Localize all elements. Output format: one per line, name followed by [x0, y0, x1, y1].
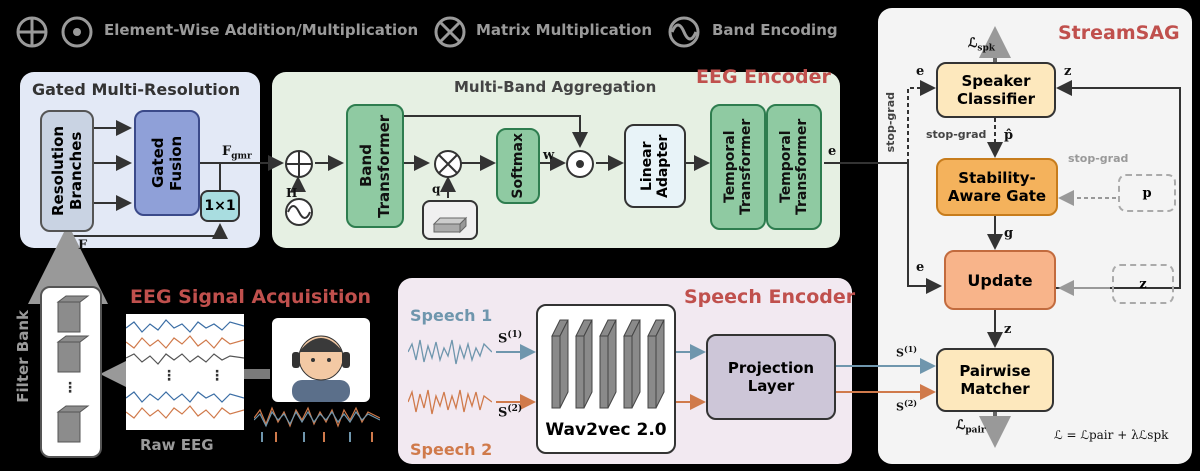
headset-person-icon [292, 335, 350, 402]
legend-band-label: Band Encoding [712, 21, 838, 39]
streamsag-title: StreamSAG [1058, 22, 1180, 44]
band-encoding-icon [668, 16, 700, 48]
mba-title: Multi-Band Aggregation [454, 78, 657, 96]
s2-stream-label: S(2) [896, 398, 918, 414]
band-transformer-label: Band Transformer [357, 114, 393, 218]
conv-1x1-block: 1×1 [200, 190, 240, 222]
legend-matmul-label: Matrix Multiplication [476, 21, 653, 39]
wav2vec-block: Wav2vec 2.0 [536, 304, 676, 454]
speech1-waveform [408, 339, 492, 365]
gated-fusion-block: Gated Fusion [134, 110, 200, 216]
addition-icon [285, 150, 313, 178]
gated-fusion-label: Gated Fusion [149, 135, 185, 191]
svg-text:⋮: ⋮ [162, 368, 176, 384]
s1-label: S(1) [498, 330, 523, 347]
temporal-transformer-1-label: Temporal Transformer [722, 118, 754, 216]
pairwise-matcher-block: Pairwise Matcher [936, 348, 1054, 412]
f-gmr-label: Fgmr [222, 144, 252, 162]
softmax-block: Softmax [496, 128, 540, 204]
stability-gate-block: Stability-Aware Gate [936, 158, 1058, 216]
s2-label: S(2) [498, 404, 523, 421]
mixed-signal-waveform [253, 406, 381, 442]
p-prev-box: p [1118, 174, 1176, 212]
update-block: Update [944, 250, 1056, 310]
speech2-label: Speech 2 [410, 440, 493, 459]
matrix-multiplication-icon [434, 16, 466, 48]
e-label: e [828, 144, 837, 159]
stop-grad-mid-label: stop-grad [926, 128, 987, 141]
filter-bank-block: ⋮ [40, 286, 102, 458]
q-label: q [432, 182, 441, 196]
speech-title: Speech Encoder [684, 286, 856, 308]
pt-hat-label: p̂ [1004, 128, 1014, 143]
softmax-label: Softmax [510, 133, 526, 199]
f-input-label: F [78, 238, 88, 253]
zt-label-top: z [1064, 64, 1072, 79]
l-spk-label: ℒspk [968, 36, 995, 54]
w-label: w [543, 148, 555, 163]
band-transformer-block: Band Transformer [346, 104, 404, 228]
eeg-traces: ⋮ ⋮ [125, 319, 245, 419]
speech1-label: Speech 1 [410, 306, 493, 325]
svg-text:⋮: ⋮ [210, 368, 224, 384]
temporal-transformer-2-label: Temporal Transformer [778, 118, 810, 216]
linear-adapter-block: Linear Adapter [624, 124, 686, 208]
stop-grad-right-label: stop-grad [1068, 152, 1129, 165]
filter-bank-stack-icon: ⋮ [56, 295, 90, 443]
l-pair-label: ℒpair [956, 418, 986, 436]
matrix-multiplication-icon [434, 150, 462, 178]
et-label-top: e [916, 64, 925, 79]
zt-label-bottom: z [1004, 322, 1012, 337]
filter-bank-label: Filter Bank [14, 310, 32, 403]
elementwise-multiplication-icon [566, 150, 594, 178]
query-vector-box [422, 200, 478, 240]
h-label: H [286, 186, 298, 200]
query-tensor-icon [432, 216, 468, 234]
temporal-transformer-1-block: Temporal Transformer [710, 104, 766, 230]
wav2vec-label: Wav2vec 2.0 [545, 420, 667, 440]
raw-eeg-plot: ⋮ ⋮ [125, 314, 245, 430]
subject-illustration [272, 318, 370, 402]
gt-label: g [1004, 226, 1014, 241]
eeg-speech-signal [253, 404, 381, 444]
loss-equation: ℒ = ℒpair + λℒspk [1054, 428, 1169, 442]
speaker-classifier-block: Speaker Classifier [936, 62, 1056, 118]
wav2vec-layers-icon [551, 319, 665, 409]
stop-grad-vertical-label: stop-grad [884, 92, 897, 153]
acquisition-title: EEG Signal Acquisition [130, 286, 372, 308]
et-label-update: e [916, 260, 925, 275]
legend-add-mul-label: Element-Wise Addition/Multiplication [104, 21, 419, 39]
band-encoding-icon [285, 198, 313, 226]
gmr-title: Gated Multi-Resolution [32, 80, 241, 99]
temporal-transformer-2-block: Temporal Transformer [766, 104, 822, 230]
s1-stream-label: S(1) [896, 344, 918, 360]
projection-layer-block: Projection Layer [706, 334, 836, 420]
resolution-branches-label: Resolution Branches [49, 125, 85, 217]
raw-eeg-label: Raw EEG [140, 436, 214, 454]
resolution-branches-block: Resolution Branches [40, 110, 94, 232]
addition-multiplication-icons [16, 16, 93, 48]
z-prev-box: z [1112, 264, 1174, 304]
speech2-waveform [408, 389, 492, 415]
encoder-title: EEG Encoder [696, 66, 831, 88]
svg-text:⋮: ⋮ [63, 380, 77, 396]
linear-adapter-label: Linear Adapter [639, 134, 671, 198]
